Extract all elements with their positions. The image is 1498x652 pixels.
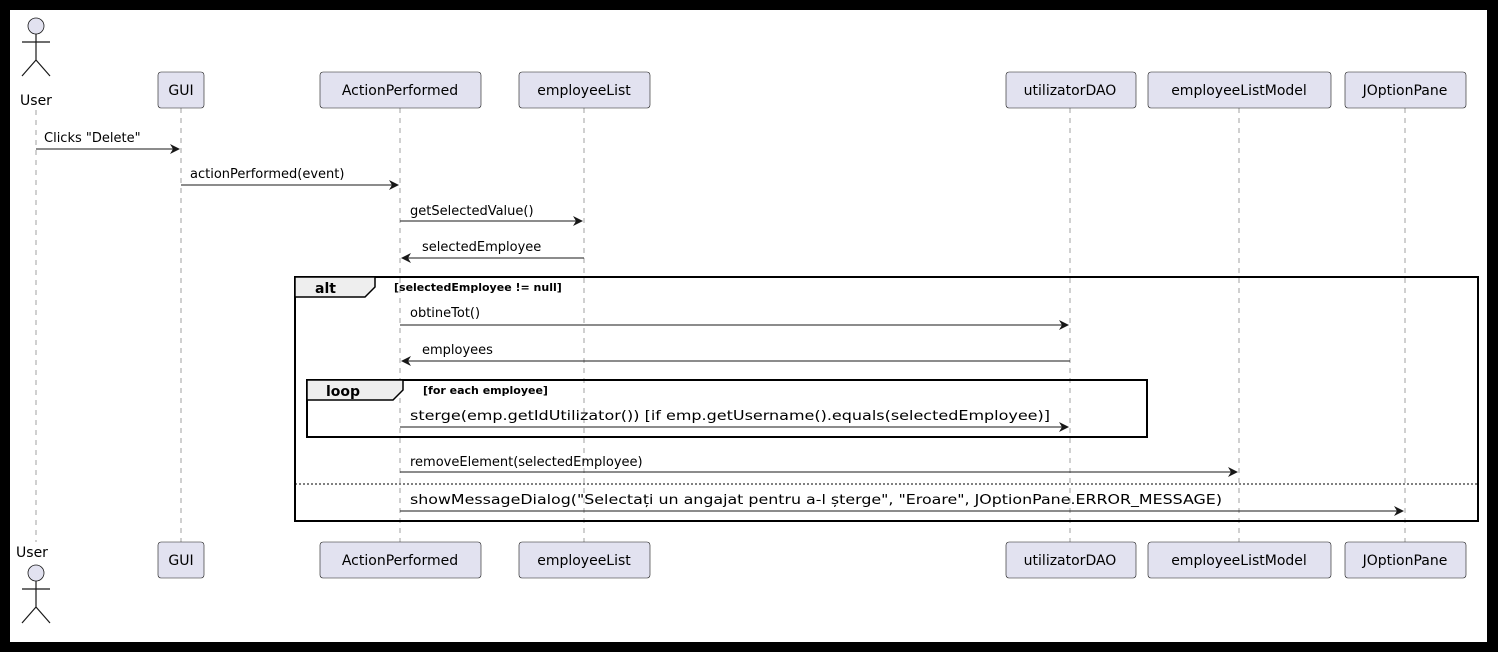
sequence-diagram: alt [selectedEmployee != null] loop [for… [16, 17, 1479, 624]
participant-box [157, 71, 205, 109]
participant-label: JOptionPane [1362, 553, 1448, 569]
participant-employee-list-bottom: employeeList [518, 541, 651, 579]
actor-head [27, 17, 45, 35]
participant-gui-bottom: GUI [157, 541, 205, 579]
message-2: actionPerformed(event) [181, 167, 399, 190]
message-9: showMessageDialog("Selectați un angajat … [400, 493, 1404, 516]
participant-joption-pane-bottom: JOptionPane [1344, 541, 1467, 579]
participant-label: User [16, 545, 48, 561]
alt-guard: [selectedEmployee != null] [394, 281, 562, 294]
participant-utilizator-dao-top: utilizatorDAO [1005, 71, 1137, 109]
participant-box [518, 541, 651, 579]
actor-body [21, 34, 51, 77]
loop-guard: [for each employee] [423, 384, 548, 397]
loop-fragment: loop [for each employee] [306, 379, 1148, 438]
participant-gui-top: GUI [157, 71, 205, 109]
loop-frame [306, 379, 1148, 438]
message-label: Clicks "Delete" [44, 131, 141, 146]
participant-label: ActionPerformed [342, 83, 458, 99]
participant-label: employeeListModel [1171, 553, 1307, 569]
message-label: employees [422, 343, 493, 358]
participant-box [518, 71, 651, 109]
participant-employee-list-model-bottom: employeeListModel [1147, 541, 1332, 579]
participant-box [319, 541, 482, 579]
participant-joption-pane-top: JOptionPane [1344, 71, 1467, 109]
actor-user-bottom: User [16, 545, 51, 624]
message-7: sterge(emp.getIdUtilizator()) [if emp.ge… [400, 409, 1069, 432]
participant-box [1147, 541, 1332, 579]
message-label: obtineTot() [410, 306, 480, 321]
participant-action-top: ActionPerformed [319, 71, 482, 109]
alt-fragment: alt [selectedEmployee != null] [294, 276, 1479, 522]
participant-utilizator-dao-bottom: utilizatorDAO [1005, 541, 1137, 579]
participant-label: employeeList [537, 553, 631, 569]
participant-box [1005, 71, 1137, 109]
message-label: actionPerformed(event) [190, 167, 344, 182]
participant-action-bottom: ActionPerformed [319, 541, 482, 579]
actor-body [21, 581, 51, 624]
message-4-return: selectedEmployee [401, 240, 584, 263]
message-label: selectedEmployee [422, 240, 541, 255]
participant-label: ActionPerformed [342, 553, 458, 569]
participant-label: GUI [168, 553, 193, 569]
message-6-return: employees [401, 343, 1070, 366]
actor-head [27, 564, 45, 582]
participant-box [1344, 541, 1467, 579]
participant-label: utilizatorDAO [1024, 83, 1117, 99]
alt-tab [294, 276, 376, 298]
participant-label: employeeListModel [1171, 83, 1307, 99]
message-label: removeElement(selectedEmployee) [410, 455, 643, 470]
message-label: showMessageDialog("Selectați un angajat … [410, 493, 1222, 508]
participant-label: GUI [168, 83, 193, 99]
message-1: Clicks "Delete" [36, 131, 180, 154]
message-label: sterge(emp.getIdUtilizator()) [if emp.ge… [410, 409, 1050, 424]
sequence-diagram-canvas: alt [selectedEmployee != null] loop [for… [10, 10, 1487, 642]
participant-box [1147, 71, 1332, 109]
participant-box [319, 71, 482, 109]
message-8: removeElement(selectedEmployee) [400, 455, 1238, 477]
participant-employee-list-model-top: employeeListModel [1147, 71, 1332, 109]
participant-label: utilizatorDAO [1024, 553, 1117, 569]
participant-box [1344, 71, 1467, 109]
loop-tab [306, 379, 404, 401]
message-5: obtineTot() [400, 306, 1069, 330]
participant-label: employeeList [537, 83, 631, 99]
alt-frame [294, 276, 1479, 522]
actor-user-top: User [20, 17, 52, 109]
participant-label: JOptionPane [1362, 83, 1448, 99]
participant-box [157, 541, 205, 579]
alt-label: alt [315, 281, 336, 297]
participant-employee-list-top: employeeList [518, 71, 651, 109]
message-3: getSelectedValue() [400, 204, 583, 226]
message-label: getSelectedValue() [410, 204, 534, 219]
loop-label: loop [326, 384, 360, 400]
participant-box [1005, 541, 1137, 579]
participant-label: User [20, 93, 52, 109]
